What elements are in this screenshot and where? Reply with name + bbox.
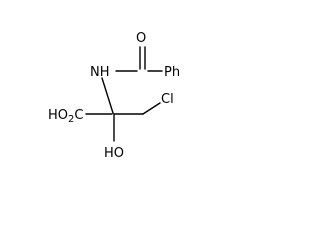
carboxyl-ho: HO <box>48 108 68 123</box>
carboxyl-subscript: 2 <box>68 114 74 125</box>
atom-label-hydroxyl: HO <box>104 146 124 161</box>
atom-label-phenyl: Ph <box>164 65 180 80</box>
molecule-svg: O NH Ph HO2C Cl HO <box>48 31 180 161</box>
atom-label-carboxyl-ho: HO2C <box>48 108 83 125</box>
atom-label-chlorine: Cl <box>161 92 174 107</box>
bond-ch2-cl <box>142 102 161 115</box>
bond-nh-central <box>101 77 114 114</box>
carboxyl-c: C <box>74 108 83 123</box>
structure-diagram: O NH Ph HO2C Cl HO <box>48 31 180 161</box>
atom-label-nh: NH <box>90 65 110 80</box>
atom-label-oxygen: O <box>136 31 146 46</box>
